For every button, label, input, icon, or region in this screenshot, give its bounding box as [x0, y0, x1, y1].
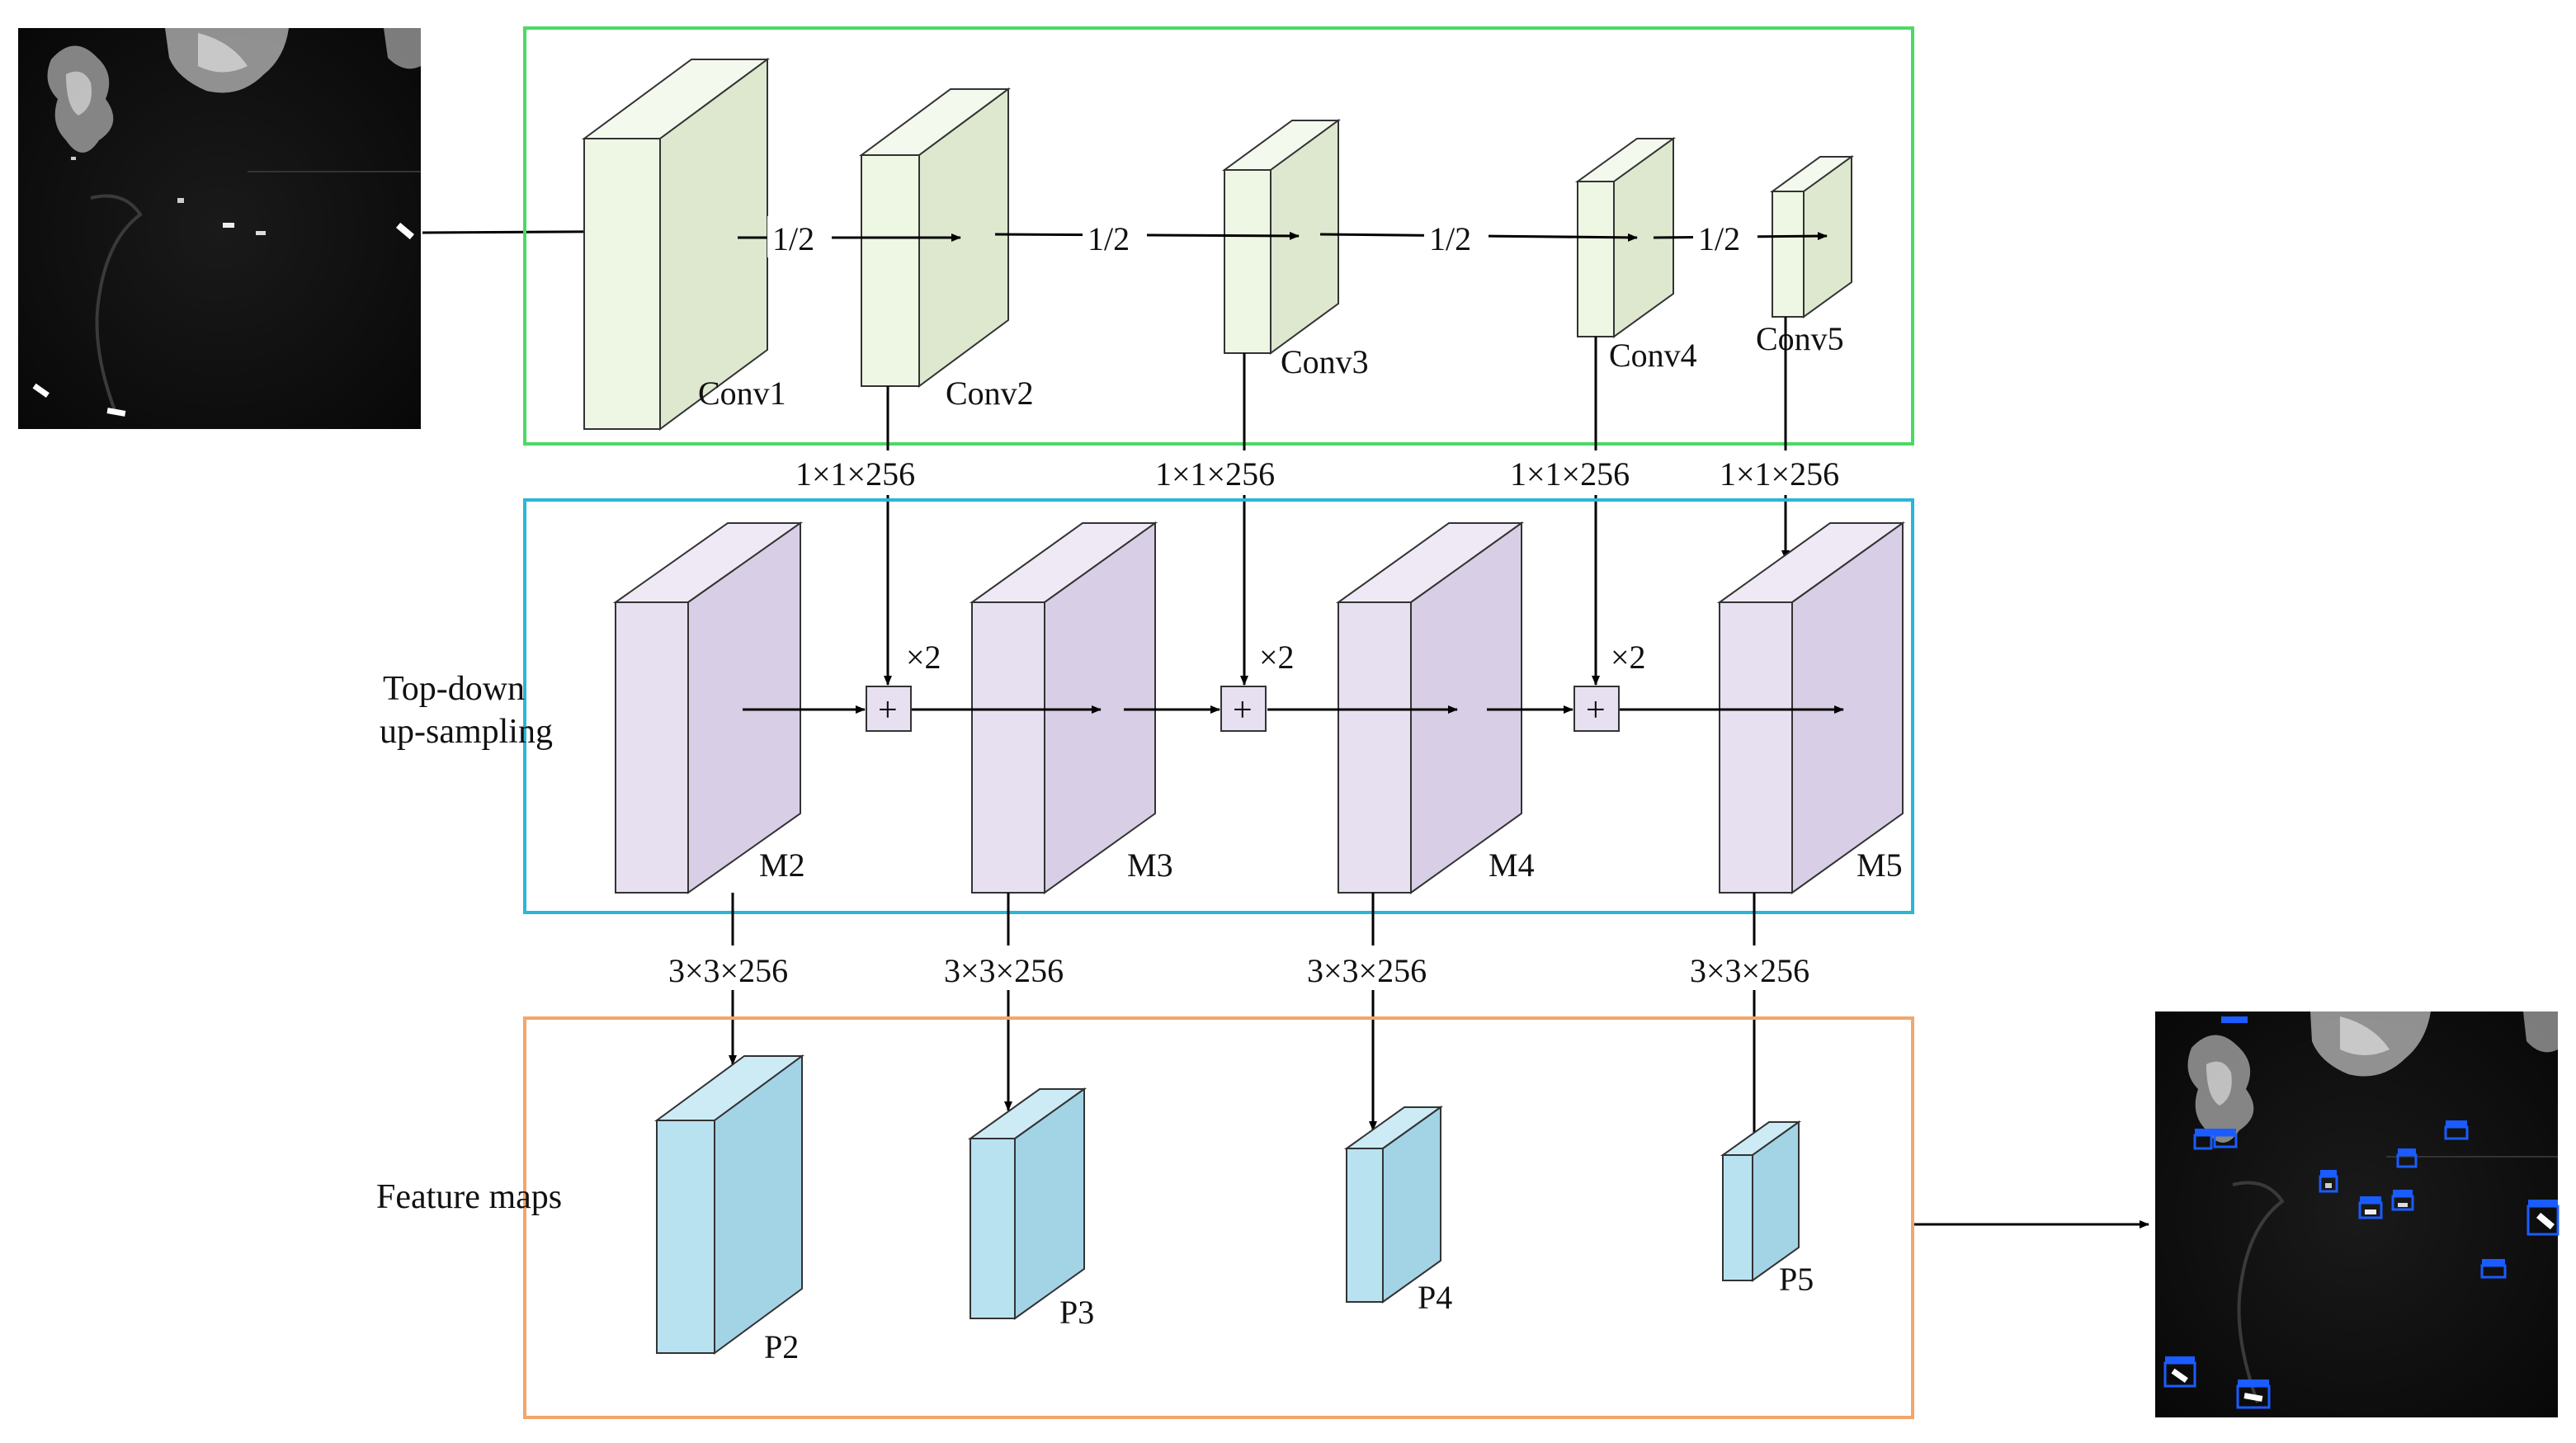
- conv1-block: [581, 58, 771, 431]
- svg-text:+: +: [1586, 691, 1606, 729]
- lateral-label-5: 1×1×256: [1720, 455, 1839, 493]
- m2-label: M2: [759, 846, 805, 884]
- upsample-label-2: ×2: [1259, 639, 1295, 676]
- m3-label: M3: [1127, 846, 1173, 884]
- conv2-block: [858, 87, 1012, 388]
- sar-detection-output-image: [2155, 1012, 2559, 1417]
- p3-label: P3: [1059, 1294, 1094, 1331]
- downsample-label-4: 1/2: [1698, 220, 1740, 257]
- m4-label: M4: [1489, 846, 1535, 884]
- output-conv-label-p2: 3×3×256: [668, 952, 788, 989]
- sar-input-image: [18, 28, 421, 429]
- conv4-label: Conv4: [1609, 337, 1697, 374]
- p4-block: [1343, 1106, 1444, 1304]
- conv4-block: [1574, 137, 1677, 338]
- p5-block: [1720, 1120, 1802, 1282]
- output-conv-label-p5: 3×3×256: [1690, 952, 1809, 989]
- add-node-2: +: [1220, 686, 1267, 732]
- p3-block: [967, 1087, 1087, 1320]
- feature-maps-box: [523, 1016, 1914, 1419]
- m4-block: [1335, 521, 1525, 894]
- p4-label: P4: [1418, 1279, 1452, 1316]
- add-node-1: +: [866, 686, 912, 732]
- encoder-box: [523, 26, 1914, 446]
- conv3-label: Conv3: [1281, 343, 1369, 380]
- lateral-label-2: 1×1×256: [795, 455, 915, 493]
- conv2-label: Conv2: [946, 375, 1034, 412]
- lateral-label-4: 1×1×256: [1510, 455, 1630, 493]
- m2-block: [612, 521, 804, 894]
- p5-label: P5: [1779, 1261, 1814, 1298]
- downsample-label-1: 1/2: [772, 220, 814, 257]
- m5-label: M5: [1857, 846, 1903, 884]
- topdown-title-line2: up-sampling: [380, 713, 553, 751]
- feature-maps-title: Feature maps: [376, 1178, 562, 1216]
- svg-text:+: +: [1233, 691, 1253, 729]
- conv5-block: [1769, 155, 1855, 318]
- conv3-block: [1221, 119, 1342, 355]
- output-conv-label-p4: 3×3×256: [1307, 952, 1427, 989]
- conv5-label: Conv5: [1756, 320, 1844, 357]
- m5-block: [1716, 521, 1906, 894]
- upsample-label-3: ×2: [1611, 639, 1646, 676]
- topdown-title-line1: Top-down: [383, 670, 525, 708]
- svg-text:+: +: [878, 691, 898, 729]
- p2-label: P2: [764, 1328, 799, 1365]
- lateral-label-3: 1×1×256: [1155, 455, 1275, 493]
- downsample-label-2: 1/2: [1087, 220, 1130, 257]
- add-node-3: +: [1573, 686, 1620, 732]
- output-conv-label-p3: 3×3×256: [944, 952, 1064, 989]
- m3-block: [969, 521, 1158, 894]
- conv1-label: Conv1: [698, 375, 786, 412]
- upsample-label-1: ×2: [906, 639, 941, 676]
- topdown-box: [523, 498, 1914, 914]
- p2-block: [653, 1054, 805, 1355]
- downsample-label-3: 1/2: [1429, 220, 1471, 257]
